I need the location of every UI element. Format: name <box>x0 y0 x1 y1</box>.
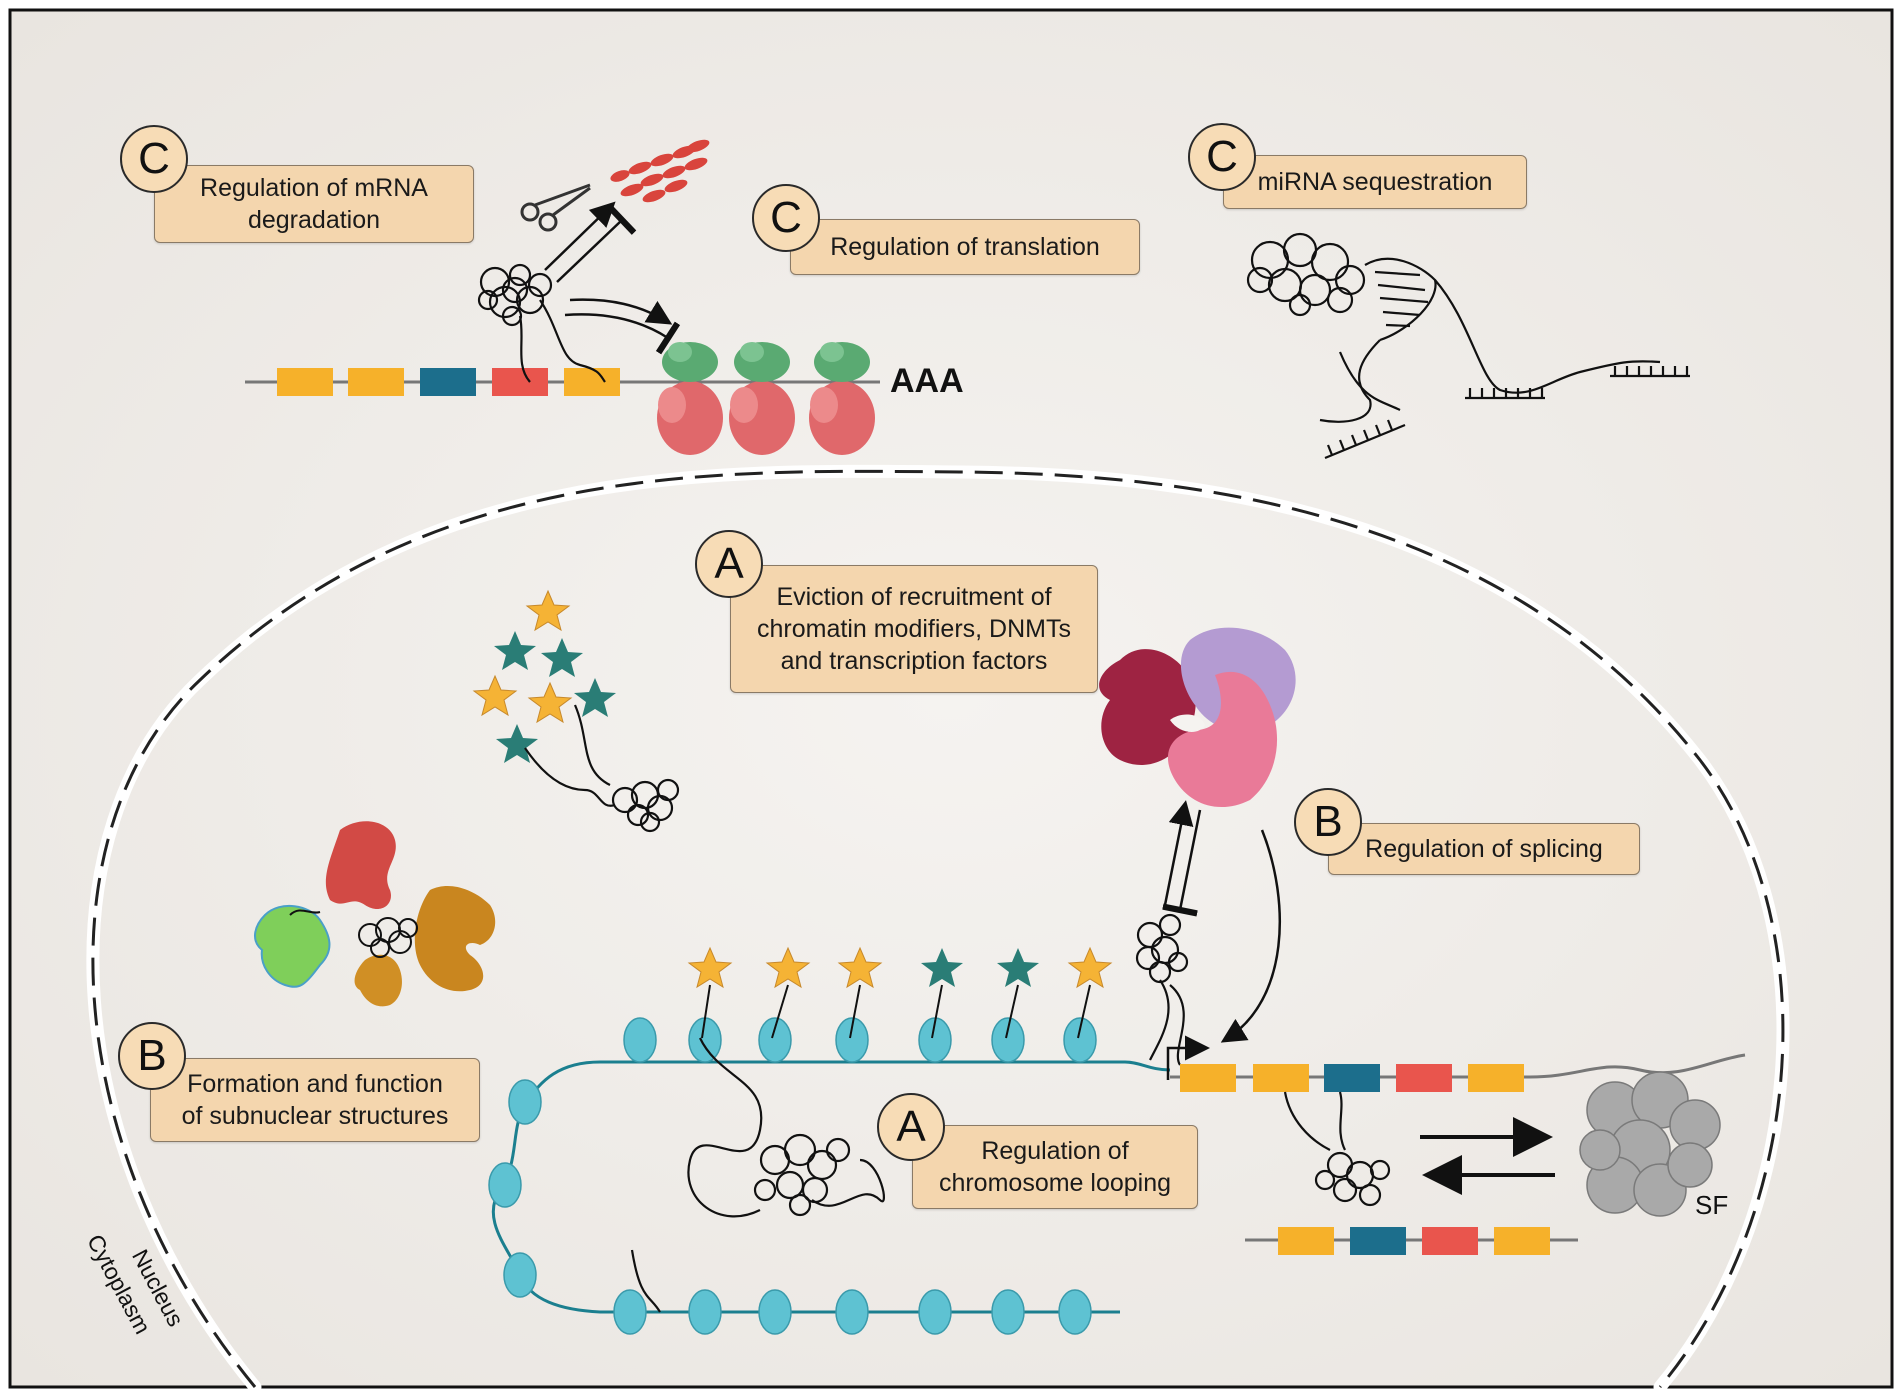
lncrna-tangle <box>477 263 606 383</box>
label-text: chromosome looping <box>938 1169 1172 1197</box>
exon <box>564 368 620 396</box>
label-eviction-recruitment: Eviction of recruitment of chromatin mod… <box>730 565 1098 693</box>
pre-mrna <box>1170 1053 1746 1092</box>
nucleosome <box>488 1162 522 1208</box>
label-text: Regulation of translation <box>830 233 1100 261</box>
nucleosome <box>991 1289 1025 1335</box>
transcription-factors-stars <box>472 589 616 763</box>
label-text: Eviction of recruitment of <box>776 583 1052 611</box>
nucleosome <box>503 1252 537 1298</box>
exon <box>348 368 404 396</box>
label-mirna-sequestration: miRNA sequestration <box>1223 155 1527 209</box>
ribosome <box>729 342 795 455</box>
exon <box>1422 1227 1478 1255</box>
label-translation: Regulation of translation <box>790 219 1140 275</box>
exon <box>420 368 476 396</box>
label-text: and transcription factors <box>780 647 1048 675</box>
nucleosome <box>991 1017 1025 1063</box>
nucleosome <box>688 1289 722 1335</box>
badge-c: C <box>1188 123 1256 191</box>
nucleosome <box>1058 1289 1092 1335</box>
nucleosome <box>835 1017 869 1063</box>
ribosome <box>809 342 875 455</box>
label-text: miRNA sequestration <box>1257 168 1493 196</box>
badge-b: B <box>118 1022 186 1090</box>
nucleosome <box>613 1289 647 1335</box>
exon <box>492 368 548 396</box>
exon <box>1468 1064 1524 1092</box>
exon <box>1278 1227 1334 1255</box>
exon <box>1494 1227 1550 1255</box>
badge-b: B <box>1294 788 1362 856</box>
exon <box>1350 1227 1406 1255</box>
label-text: Regulation of <box>981 1137 1129 1165</box>
poly-a-tail: AAA <box>890 362 964 400</box>
exon <box>1253 1064 1309 1092</box>
lncrna-tangle <box>524 704 680 833</box>
splicing-factor <box>1579 1071 1721 1217</box>
chromatin-modifier-complex <box>1099 627 1296 808</box>
degradation-arrows <box>544 201 681 355</box>
tss-arrow <box>1166 1035 1210 1080</box>
label-text: Formation and function <box>187 1070 443 1098</box>
ribosome <box>657 342 723 455</box>
exchange-arrows <box>1420 1117 1555 1195</box>
label-regulation-splicing: Regulation of splicing <box>1328 823 1640 875</box>
label-subnuclear-structures: Formation and function of subnuclear str… <box>150 1058 480 1142</box>
badge-a: A <box>877 1093 945 1161</box>
nuclear-envelope <box>91 469 1785 1388</box>
exon <box>1180 1064 1236 1092</box>
badge-c: C <box>120 125 188 193</box>
mrna-fragments <box>610 139 710 203</box>
looping-lncrna <box>630 1037 885 1313</box>
exon <box>1396 1064 1452 1092</box>
exon <box>1324 1064 1380 1092</box>
splicing-lncrna <box>1283 1091 1391 1207</box>
label-mrna-degradation: Regulation of mRNA degradation <box>154 165 474 243</box>
label-chromosome-looping: Regulation of chromosome looping <box>912 1125 1198 1209</box>
badge-a: A <box>695 530 763 598</box>
nucleosome <box>758 1289 792 1335</box>
label-text: Regulation of splicing <box>1365 835 1603 863</box>
splicing-factor-label: SF <box>1695 1190 1729 1220</box>
nucleosome <box>835 1289 869 1335</box>
gene-lncrna <box>1135 800 1281 1066</box>
chromatin-fiber <box>488 1017 1171 1335</box>
nucleosome <box>758 1017 792 1063</box>
subnuclear-protein-cluster <box>254 821 496 1007</box>
spliced-mrna <box>1245 1227 1578 1255</box>
mirna-sponge <box>1246 232 1690 460</box>
exon <box>277 368 333 396</box>
nucleosome <box>1063 1017 1097 1063</box>
label-text: Regulation of mRNA <box>200 174 428 202</box>
label-text: of subnuclear structures <box>181 1102 449 1130</box>
label-text: degradation <box>247 206 381 234</box>
label-text: chromatin modifiers, DNMTs <box>757 615 1071 643</box>
nucleosome <box>918 1289 952 1335</box>
scissors-icon <box>520 183 591 232</box>
nucleosome <box>623 1017 657 1063</box>
nucleosome <box>508 1079 542 1125</box>
cytoplasm-mrna <box>245 368 880 396</box>
badge-c: C <box>752 184 820 252</box>
histone-mark-stars <box>687 946 1113 1039</box>
